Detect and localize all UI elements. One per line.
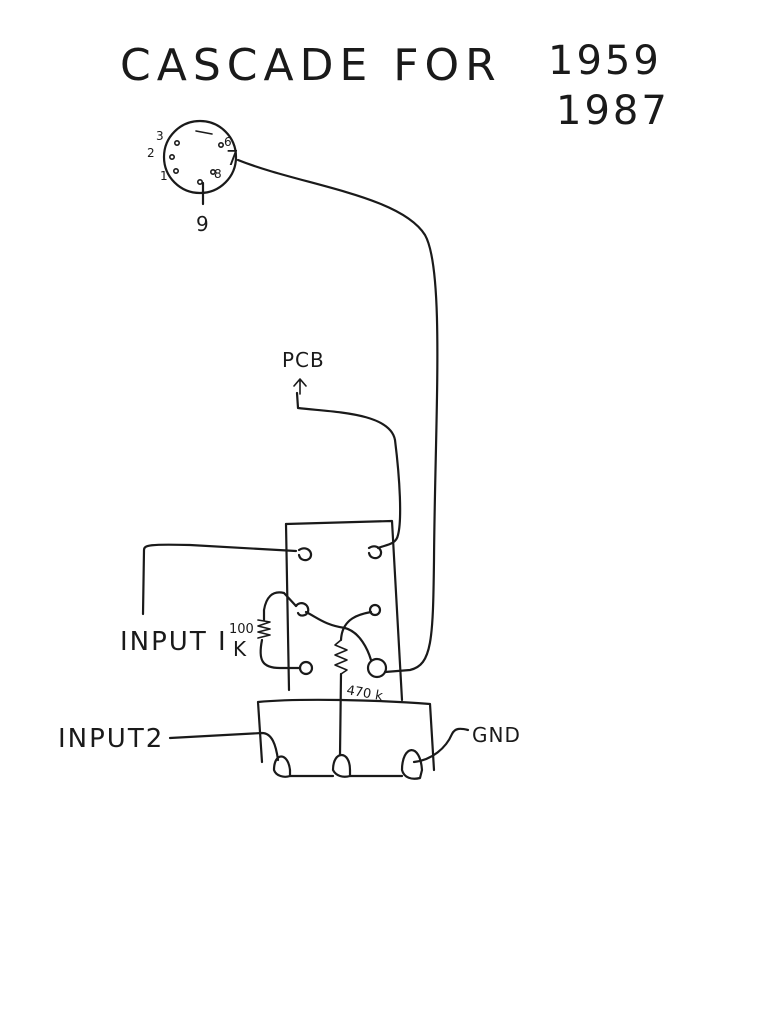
- wire-100k-bottom: [259, 638, 302, 670]
- jack2-lug-center: [331, 753, 352, 778]
- jack2-lug-right: [400, 749, 424, 780]
- jack1-lug-bottom-right: [366, 657, 388, 679]
- input1-label: INPUT I: [120, 627, 228, 657]
- wire-100k-top: [262, 591, 298, 622]
- jack1-outline-left: [284, 522, 291, 692]
- tube-socket: 3 2 1 6 7 8 9: [147, 119, 240, 236]
- pin-label-6: 6: [224, 135, 232, 149]
- pin-label-1: 1: [160, 169, 168, 183]
- year-1987: 1987: [556, 88, 670, 134]
- wire-470k-top: [339, 610, 373, 642]
- pin-hole-1: [173, 168, 180, 175]
- input1-jack: [284, 519, 404, 702]
- pcb-arrow: [293, 378, 307, 395]
- input2-jack: [256, 698, 436, 780]
- resistor-100k: [257, 619, 271, 639]
- resistor-100k-unit: K: [233, 637, 247, 661]
- jack2-outline: [256, 698, 436, 772]
- jack2-lug-left: [272, 755, 292, 778]
- jack1-lug-bottom-left: [298, 660, 314, 676]
- year-1959: 1959: [548, 38, 662, 84]
- pin-label-9: 9: [196, 212, 210, 236]
- jack1-lug-top-left: [297, 547, 313, 562]
- gnd-label: GND: [472, 723, 521, 747]
- wire-ground: [412, 727, 470, 764]
- pin-label-3: 3: [156, 129, 164, 143]
- diagram-title: CASCADE FOR: [120, 40, 502, 91]
- wire-pin7-to-jack: [236, 158, 439, 674]
- pin-hole-3: [174, 140, 181, 147]
- jack1-lug-mid-left: [294, 602, 310, 617]
- pcb-label: PCB: [282, 348, 325, 372]
- wire-pcb-to-jack: [295, 391, 402, 550]
- pin-hole-2: [169, 154, 176, 161]
- pin-hole-6: [218, 142, 225, 149]
- resistor-470k: [334, 639, 348, 675]
- input2-label: INPUT2: [58, 724, 164, 754]
- socket-key: [195, 130, 213, 135]
- jack1-lug-mid-right: [368, 603, 382, 617]
- resistor-100k-value: 100: [229, 622, 254, 637]
- pin-label-2: 2: [147, 146, 155, 160]
- pin-hole-8: [210, 169, 217, 176]
- wire-470k-bottom: [338, 672, 343, 757]
- pin-label-8: 8: [214, 167, 222, 181]
- socket-outline: [162, 119, 238, 195]
- wire-input2: [168, 731, 280, 762]
- wire-input1: [141, 543, 298, 616]
- pin-hole-9: [197, 179, 204, 186]
- resistor-470k-value: 470 k: [345, 683, 384, 704]
- jack1-lug-top-right: [367, 545, 383, 560]
- pin-label-7: 7: [226, 146, 240, 170]
- jack1-outline-top-right: [284, 519, 404, 702]
